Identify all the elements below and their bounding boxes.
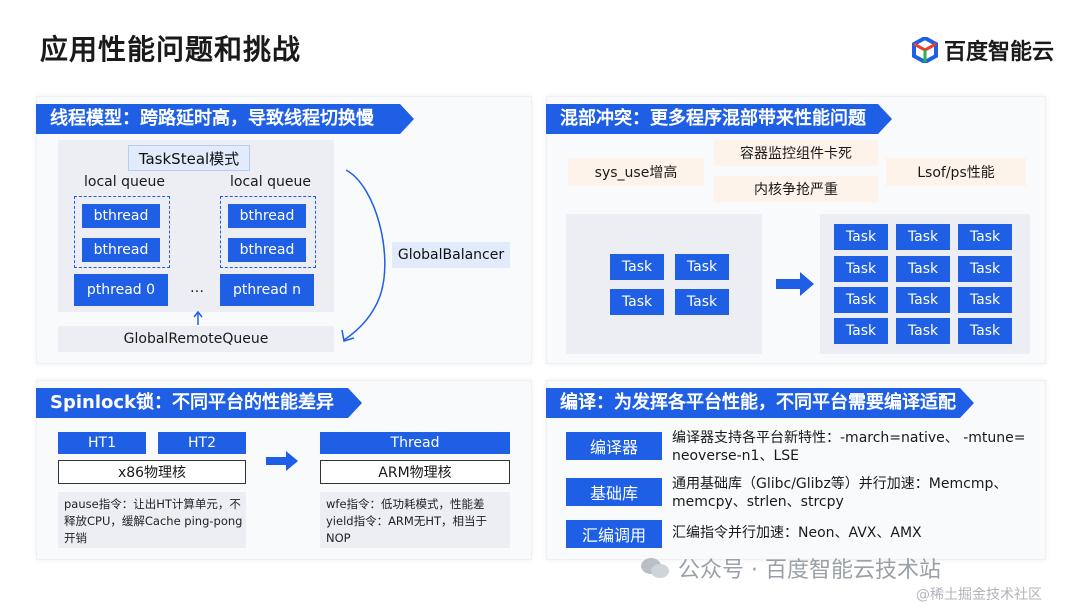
task-block: Task	[834, 256, 888, 282]
task-block: Task	[958, 287, 1012, 313]
row-desc-compiler: 编译器支持各平台新特性：-march=native、 -mtune= neove…	[672, 430, 1026, 464]
brand-logo: 百度智能云	[912, 34, 1054, 66]
bthread-block: bthread	[82, 204, 160, 228]
task-block: Task	[896, 318, 950, 344]
watermark-wechat-text: 公众号 · 百度智能云技术站	[678, 558, 941, 583]
task-block: Task	[896, 256, 950, 282]
pthread-0-block: pthread 0	[74, 274, 168, 306]
row-desc-baselib: 通用基础库（Glibc/Glibz等）并行加速：Memcmp、memcpy、st…	[672, 476, 1008, 510]
note-x86-box	[58, 492, 246, 548]
brand-name: 百度智能云	[944, 40, 1055, 65]
row-label-compiler: 编译器	[566, 432, 662, 460]
page-title: 应用性能问题和挑战	[40, 33, 302, 66]
tag-lsof-ps: Lsof/ps性能	[886, 158, 1026, 186]
banner-compile: 编译：为发挥各平台性能，不同平台需要编译适配	[546, 388, 974, 418]
global-remote-queue: GlobalRemoteQueue	[58, 326, 334, 352]
note-arm-box	[320, 492, 510, 548]
local-queue-left-label: local queue	[84, 174, 165, 190]
bthread-block: bthread	[228, 238, 306, 262]
ht1-block: HT1	[58, 432, 146, 454]
tasksteal-label: TaskSteal模式	[128, 145, 250, 171]
local-queue-right	[220, 196, 316, 268]
ht2-block: HT2	[158, 432, 246, 454]
row-label-baselib: 基础库	[566, 478, 662, 506]
right-arrow-icon	[776, 272, 814, 296]
watermark-wechat: 公众号 · 百度智能云技术站	[640, 552, 941, 584]
task-block: Task	[610, 254, 664, 280]
bthread-block: bthread	[82, 238, 160, 262]
banner-colocation: 混部冲突：更多程序混部带来性能问题	[546, 104, 892, 134]
row-desc-asm: 汇编指令并行加速：Neon、AVX、AMX	[672, 525, 922, 541]
pthread-ellipsis: …	[190, 280, 204, 296]
task-block: Task	[896, 287, 950, 313]
remote-queue-up-arrow	[193, 310, 203, 325]
task-block: Task	[834, 318, 888, 344]
task-block: Task	[675, 254, 729, 280]
row-label-asm: 汇编调用	[566, 520, 662, 548]
right-arrow-icon	[266, 451, 298, 471]
bthread-block: bthread	[228, 204, 306, 228]
global-balancer: GlobalBalancer	[392, 242, 510, 268]
thread-block: Thread	[320, 432, 510, 454]
task-block: Task	[958, 256, 1012, 282]
task-block: Task	[958, 318, 1012, 344]
task-block: Task	[675, 289, 729, 315]
pthread-n-block: pthread n	[220, 274, 314, 306]
local-queue-left	[74, 196, 170, 268]
x86-core-block: x86物理核	[58, 460, 246, 484]
watermark-juejin: @稀土掘金技术社区	[916, 587, 1042, 603]
note-x86: pause指令：让出HT计算单元，不释放CPU，缓解Cache ping-pon…	[64, 497, 243, 545]
tag-sys-use: sys_use增高	[568, 158, 704, 186]
brand-logo-icon	[912, 37, 938, 63]
tag-container-monitor: 容器监控组件卡死	[714, 140, 878, 166]
task-block: Task	[610, 289, 664, 315]
tag-kernel-contention: 内核争抢严重	[714, 176, 878, 202]
arm-core-block: ARM物理核	[320, 460, 510, 484]
banner-thread-model: 线程模型：跨路延时高，导致线程切换慢	[36, 104, 414, 134]
task-block: Task	[896, 224, 950, 250]
wechat-icon	[641, 558, 669, 578]
task-block: Task	[834, 287, 888, 313]
banner-spinlock: Spinlock锁：不同平台的性能差异	[36, 388, 362, 418]
note-arm: wfe指令：低功耗模式，性能差 yield指令：ARM无HT，相当于NOP	[326, 497, 488, 545]
balancer-flow-arrow	[341, 169, 386, 342]
task-block: Task	[958, 224, 1012, 250]
local-queue-right-label: local queue	[230, 174, 311, 190]
task-block: Task	[834, 224, 888, 250]
task-group-before	[566, 214, 762, 354]
